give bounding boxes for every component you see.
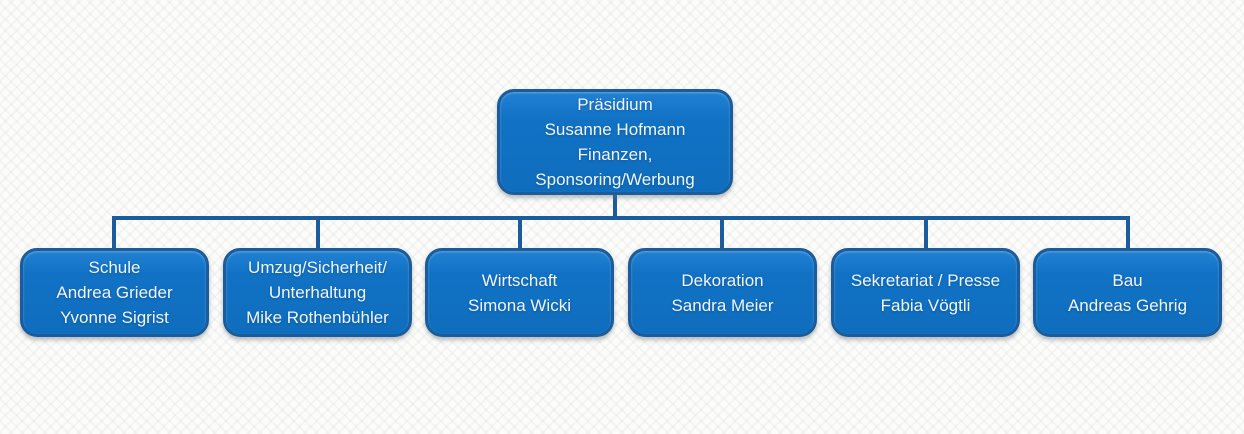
org-node-dekoration: Dekoration Sandra Meier [628,248,817,337]
org-node-sekretariat-label: Sekretariat / Presse Fabia Vögtli [850,270,1001,315]
org-node-schule: Schule Andrea Grieder Yvonne Sigrist [20,248,209,337]
org-node-sekretariat-presse: Sekretariat / Presse Fabia Vögtli [831,248,1020,337]
connector-drop-schule [112,216,116,252]
org-node-praesidium: Präsidium Susanne Hofmann Finanzen, Spon… [497,89,733,195]
org-node-umzug-sicherheit-unterhaltung: Umzug/Sicherheit/ Unterhaltung Mike Roth… [223,248,412,337]
org-node-bau: Bau Andreas Gehrig [1033,248,1222,337]
org-node-dekoration-label: Dekoration Sandra Meier [671,270,774,315]
connector-drop-wirtschaft [518,216,522,252]
connector-root-stub [613,192,617,220]
org-node-wirtschaft: Wirtschaft Simona Wicki [425,248,614,337]
org-node-bau-label: Bau Andreas Gehrig [1067,270,1188,315]
org-node-umzug-label: Umzug/Sicherheit/ Unterhaltung Mike Roth… [246,258,389,327]
org-node-praesidium-label: Präsidium Susanne Hofmann Finanzen, Spon… [535,95,695,189]
org-node-wirtschaft-label: Wirtschaft Simona Wicki [468,270,571,315]
connector-drop-sekretariat [924,216,928,252]
connector-drop-dekoration [720,216,724,252]
org-node-schule-label: Schule Andrea Grieder Yvonne Sigrist [56,258,173,327]
connector-drop-bau [1126,216,1130,252]
connector-horizontal-line [112,216,1130,220]
connector-drop-umzug [316,216,320,252]
